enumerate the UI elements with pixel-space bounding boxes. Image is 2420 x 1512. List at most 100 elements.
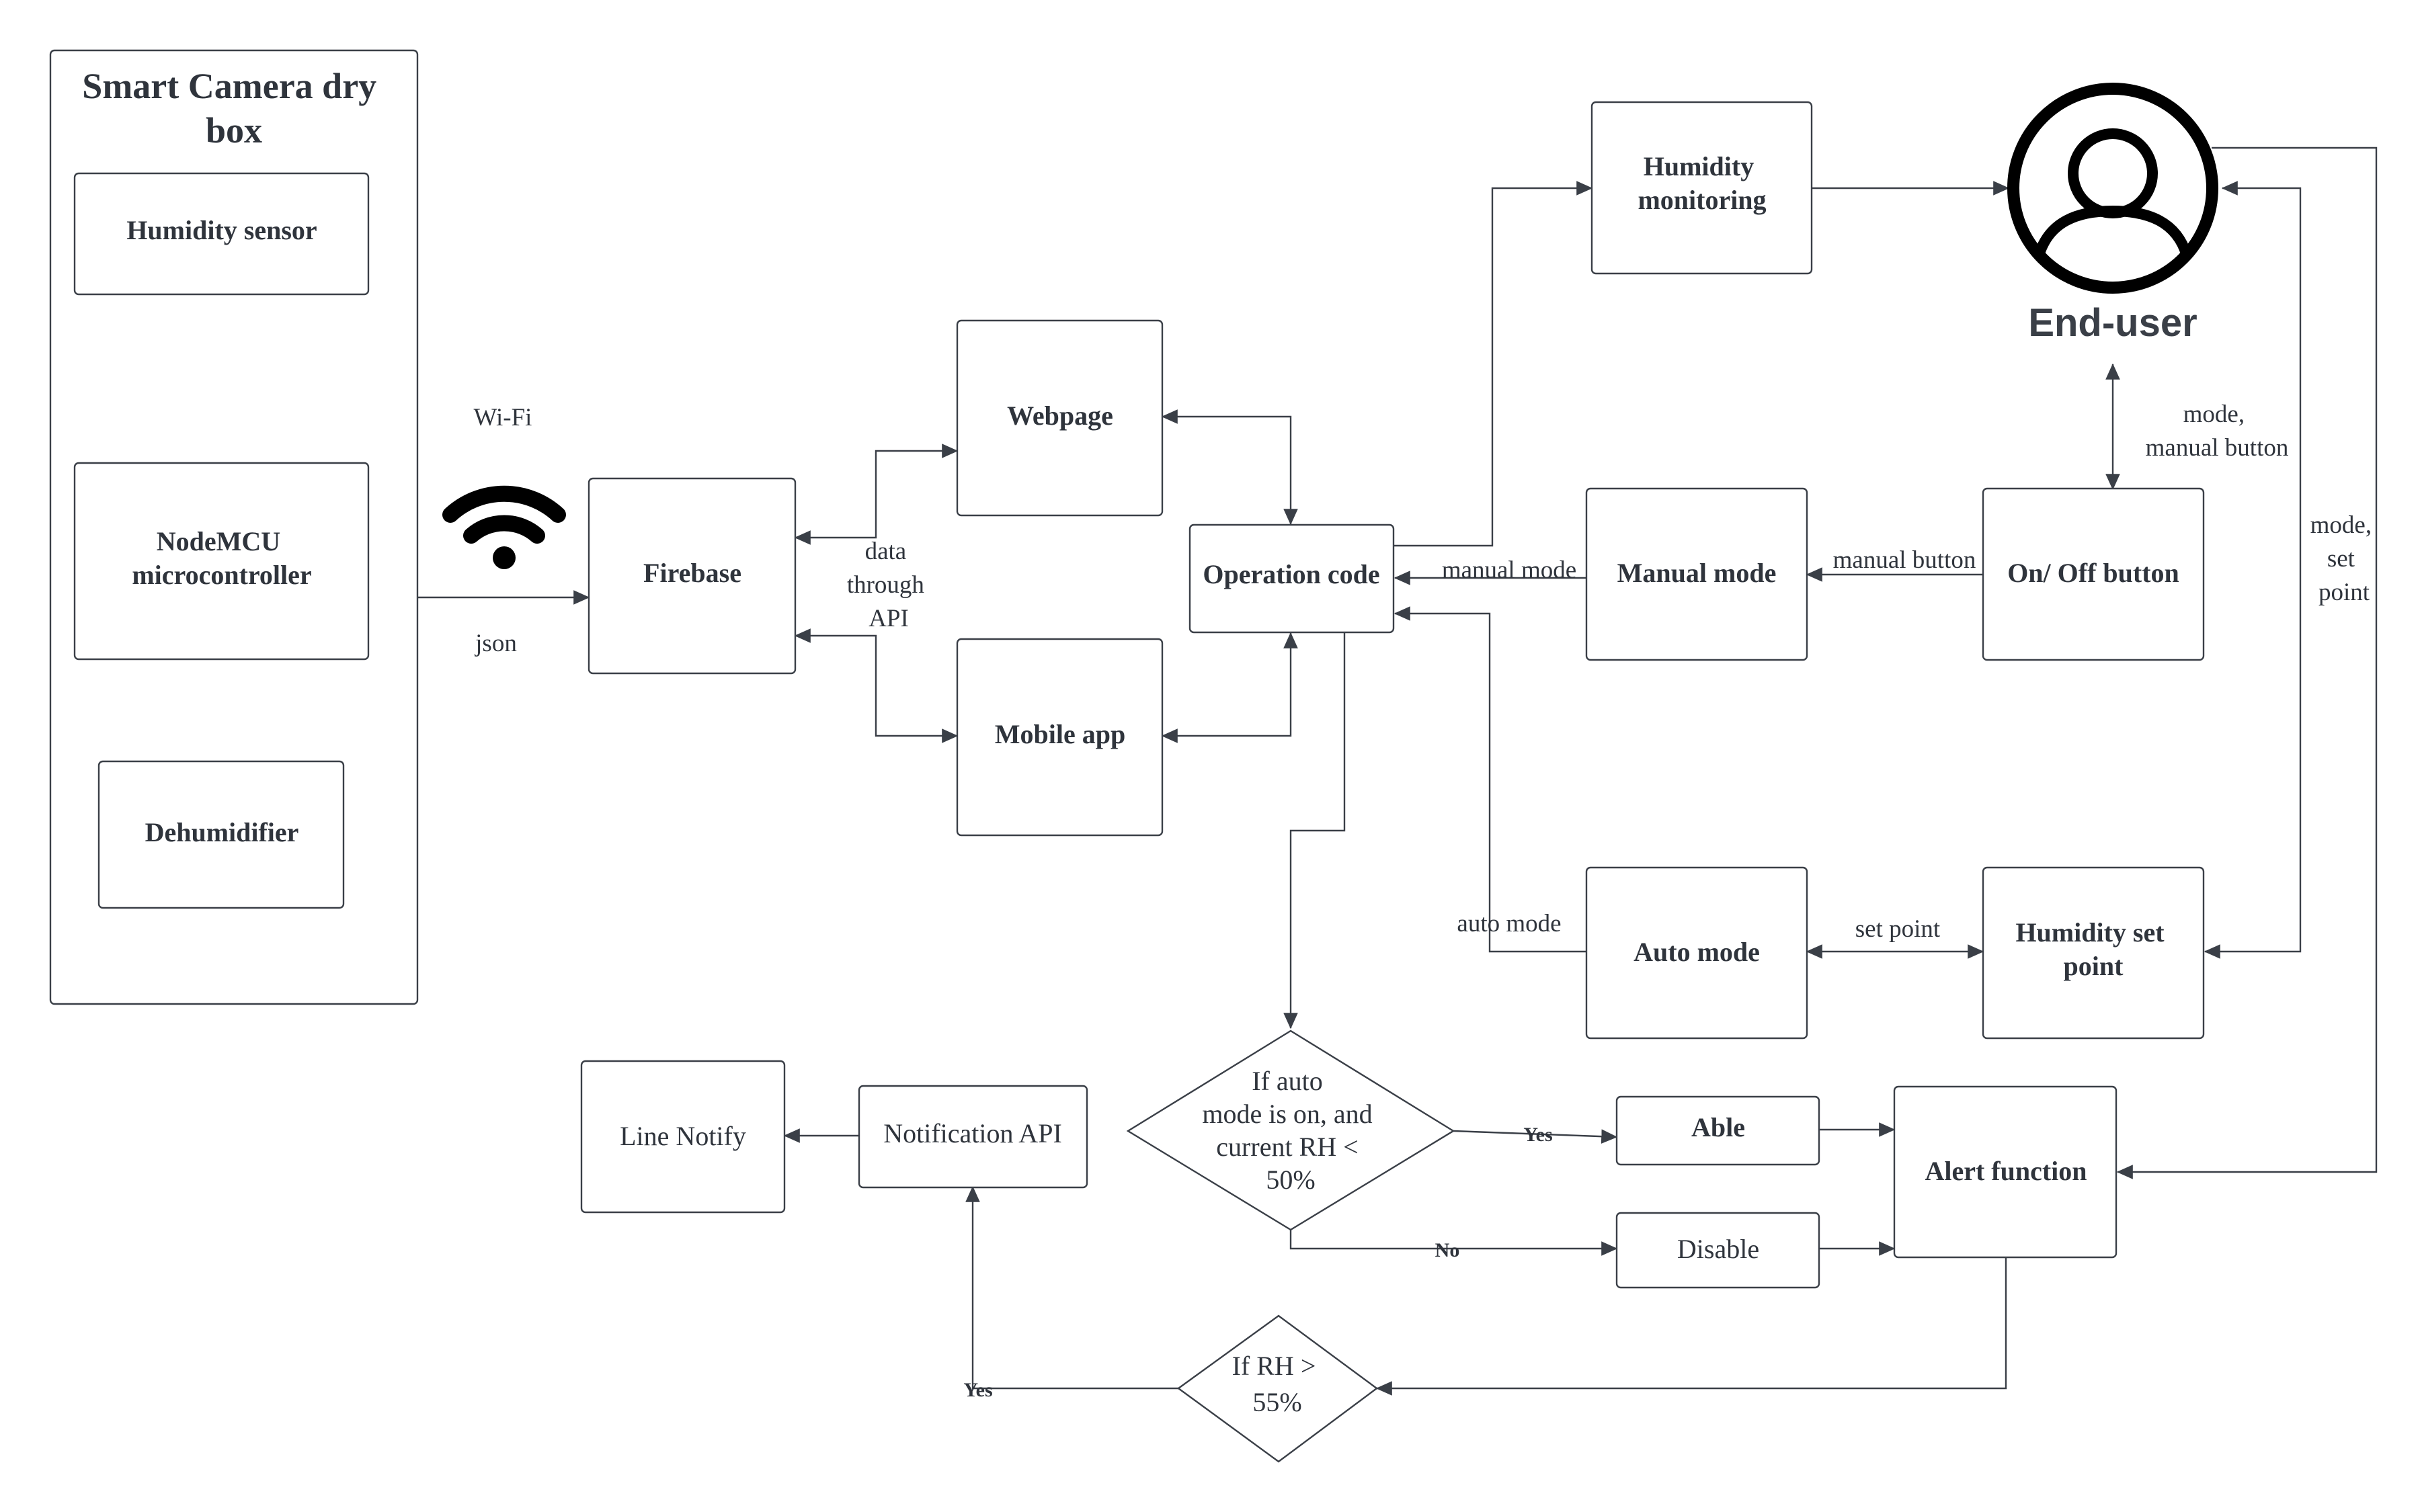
device-panel-title-line: box [206, 110, 262, 151]
node-nodemcu: NodeMCU microcontroller [73, 462, 370, 661]
humidity-monitoring-box [1590, 101, 1813, 275]
disable-box [1615, 1212, 1820, 1289]
nodemcu-label: NodeMCU microcontroller [132, 526, 311, 590]
label-line: Yes [963, 1379, 992, 1401]
edge-label-yes-notify: Yes [963, 1379, 992, 1401]
label-line: Firebase [643, 558, 741, 588]
label-line: Auto mode [1634, 937, 1760, 967]
edge-labels: json data through API manual mode manual… [474, 401, 2372, 1401]
disable-label: Disable [1677, 1234, 1759, 1264]
node-on-off-button: On/ Off button [1982, 487, 2205, 661]
label-line: monitoring [1638, 185, 1766, 215]
node-dehumidifier: Dehumidifier [97, 760, 345, 909]
label-line: NodeMCU [157, 526, 280, 556]
node-webpage: Webpage [956, 319, 1164, 517]
label-line: Yes [1523, 1124, 1552, 1146]
edge-enduser-setpoint [2204, 181, 2302, 959]
label-line: data [865, 538, 907, 565]
on-off-button-label: On/ Off button [2007, 558, 2179, 588]
wifi-label: Wi-Fi [474, 404, 532, 431]
node-alert-function: Alert function [1893, 1085, 2118, 1259]
label-line: If RH > [1232, 1351, 1316, 1381]
wifi-icon [442, 485, 566, 569]
label-line: API [869, 605, 909, 632]
node-humidity-sensor: Humidity sensor [73, 172, 370, 296]
humidity-monitoring-label: Humidity monitoring [1638, 151, 1766, 215]
edge-operation-to-monitoring [1394, 181, 1593, 547]
label-line: through [847, 571, 925, 599]
humidity-set-point-box [1982, 866, 2205, 1040]
user-circle-icon [2007, 83, 2218, 294]
line-notify-box [580, 1060, 786, 1214]
label-line: If auto [1252, 1066, 1323, 1096]
edge-rh-yes-to-notification [965, 1185, 1178, 1390]
nodemcu-box [73, 462, 370, 661]
edge-mobileapp-operation [1161, 632, 1298, 743]
label-line: Manual mode [1617, 558, 1777, 588]
dehumidifier-label: Dehumidifier [145, 817, 299, 847]
label-line: Webpage [1007, 401, 1113, 431]
node-operation-code: Operation code [1188, 523, 1395, 634]
label-line: 55% [1252, 1387, 1301, 1417]
edge-webpage-operation [1161, 409, 1298, 526]
label-line: manual mode [1442, 556, 1576, 584]
on-off-button-box [1982, 487, 2205, 661]
label-line: Alert function [1925, 1156, 2087, 1186]
alert-function-box [1893, 1085, 2118, 1259]
edge-label-yes-able: Yes [1523, 1124, 1552, 1146]
label-line: microcontroller [132, 560, 311, 590]
device-panel-title-line: Smart Camera dry [82, 66, 376, 106]
edge-decision-no-disable [1289, 1230, 1618, 1256]
node-firebase: Firebase [588, 477, 797, 675]
humidity-sensor-label: Humidity sensor [126, 215, 317, 245]
manual-mode-label: Manual mode [1617, 558, 1777, 588]
operation-code-box [1188, 523, 1395, 634]
label-line: On/ Off button [2007, 558, 2179, 588]
label-line: Notification API [883, 1118, 1062, 1148]
label-line: Humidity [1644, 151, 1754, 181]
webpage-label: Webpage [1007, 401, 1113, 431]
label-line: 50% [1266, 1165, 1315, 1195]
humidity-sensor-box [73, 172, 370, 296]
label-line: Humidity set [2015, 917, 2165, 948]
node-manual-mode: Manual mode [1585, 487, 1808, 661]
manual-mode-box [1585, 487, 1808, 661]
humidity-set-point-label: Humidity set point [2015, 917, 2171, 981]
edge-label-manual-mode: manual mode [1442, 556, 1576, 584]
label-line: Line Notify [620, 1121, 746, 1151]
alert-function-label: Alert function [1925, 1156, 2087, 1186]
edge-label-no-disable: No [1435, 1239, 1460, 1261]
label-line: set [2327, 545, 2355, 573]
label-line: No [1435, 1239, 1460, 1261]
node-mobile-app: Mobile app [956, 638, 1164, 837]
edge-label-data-api: data through API [847, 538, 930, 632]
label-line: point [2064, 951, 2124, 981]
edge-enduser-to-alert [2116, 146, 2378, 1179]
decision-rh-shape [1176, 1314, 1379, 1463]
edge-alert-to-rh-decision [1375, 1257, 2007, 1396]
dehumidifier-box [97, 760, 345, 909]
label-line: Dehumidifier [145, 817, 299, 847]
wifi: Wi-Fi [442, 404, 566, 569]
edge-firebase-mobileapp [794, 628, 959, 743]
label-line: Operation code [1203, 559, 1379, 589]
firebase-label: Firebase [643, 558, 741, 588]
edge-operation-to-decision [1283, 632, 1346, 1030]
label-line: manual button [2146, 434, 2289, 462]
end-user: End-user [2007, 83, 2218, 345]
webpage-box [956, 319, 1164, 517]
node-disable: Disable [1615, 1212, 1820, 1289]
edge-label-auto-mode: auto mode [1457, 910, 1561, 937]
edge-label-set-point: set point [1855, 915, 1941, 943]
line-notify-label: Line Notify [620, 1121, 746, 1151]
end-user-label: End-user [2028, 301, 2197, 345]
edge-label-manual-button: manual button [1833, 546, 1976, 574]
label-line: set point [1855, 915, 1941, 943]
notification-api-box [858, 1085, 1088, 1189]
label-line: mode, [2183, 401, 2245, 428]
label-line: point [2318, 579, 2370, 606]
label-line: Able [1691, 1112, 1745, 1142]
auto-mode-box [1585, 866, 1808, 1040]
operation-code-label: Operation code [1203, 559, 1379, 589]
